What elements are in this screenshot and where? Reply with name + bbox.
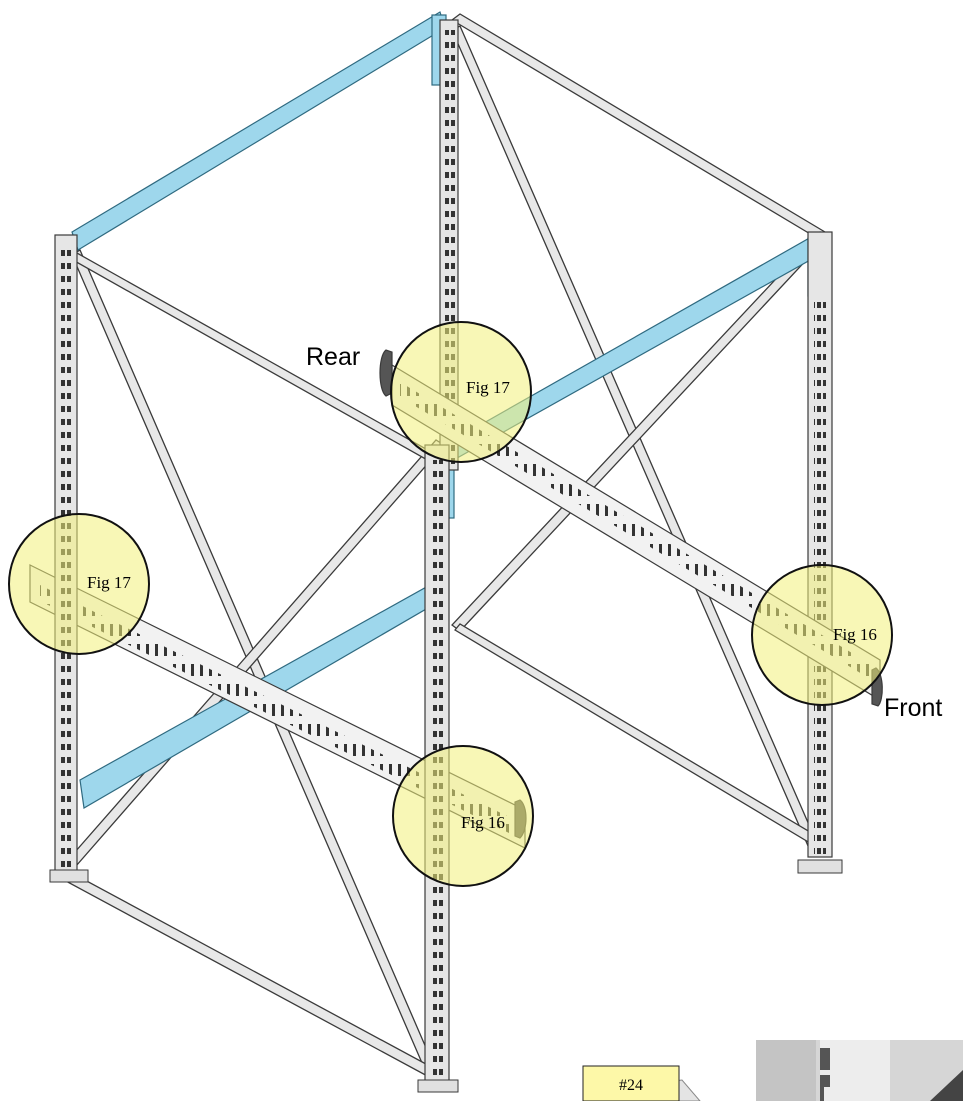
brace-front-bottom	[63, 871, 438, 1079]
cross-braces	[63, 13, 827, 1088]
highlight-fig16-right	[751, 564, 893, 706]
label-fig16-right: Fig 16	[833, 625, 877, 644]
highlight-fig17-upper	[390, 321, 532, 463]
label-rear: Rear	[306, 343, 360, 371]
inset-photo	[756, 1040, 963, 1101]
brace-back-top	[450, 13, 827, 239]
rail-lower-slots	[40, 585, 515, 836]
label-fig16-lower: Fig 16	[461, 813, 505, 832]
brace-left-b	[67, 439, 445, 867]
part-number-label: #24	[619, 1077, 643, 1094]
post-right	[797, 231, 843, 874]
label-fig17-upper: Fig 17	[466, 378, 510, 397]
highlight-circles	[8, 321, 893, 887]
highlight-fig17-left	[8, 513, 150, 655]
rail-upper-slots	[400, 382, 872, 680]
label-fig17-left: Fig 17	[87, 573, 131, 592]
highlight-fig16-lower	[392, 745, 534, 887]
blue-beam-top-left	[71, 11, 446, 251]
part-number-box	[582, 1065, 680, 1101]
label-front: Front	[884, 694, 942, 722]
